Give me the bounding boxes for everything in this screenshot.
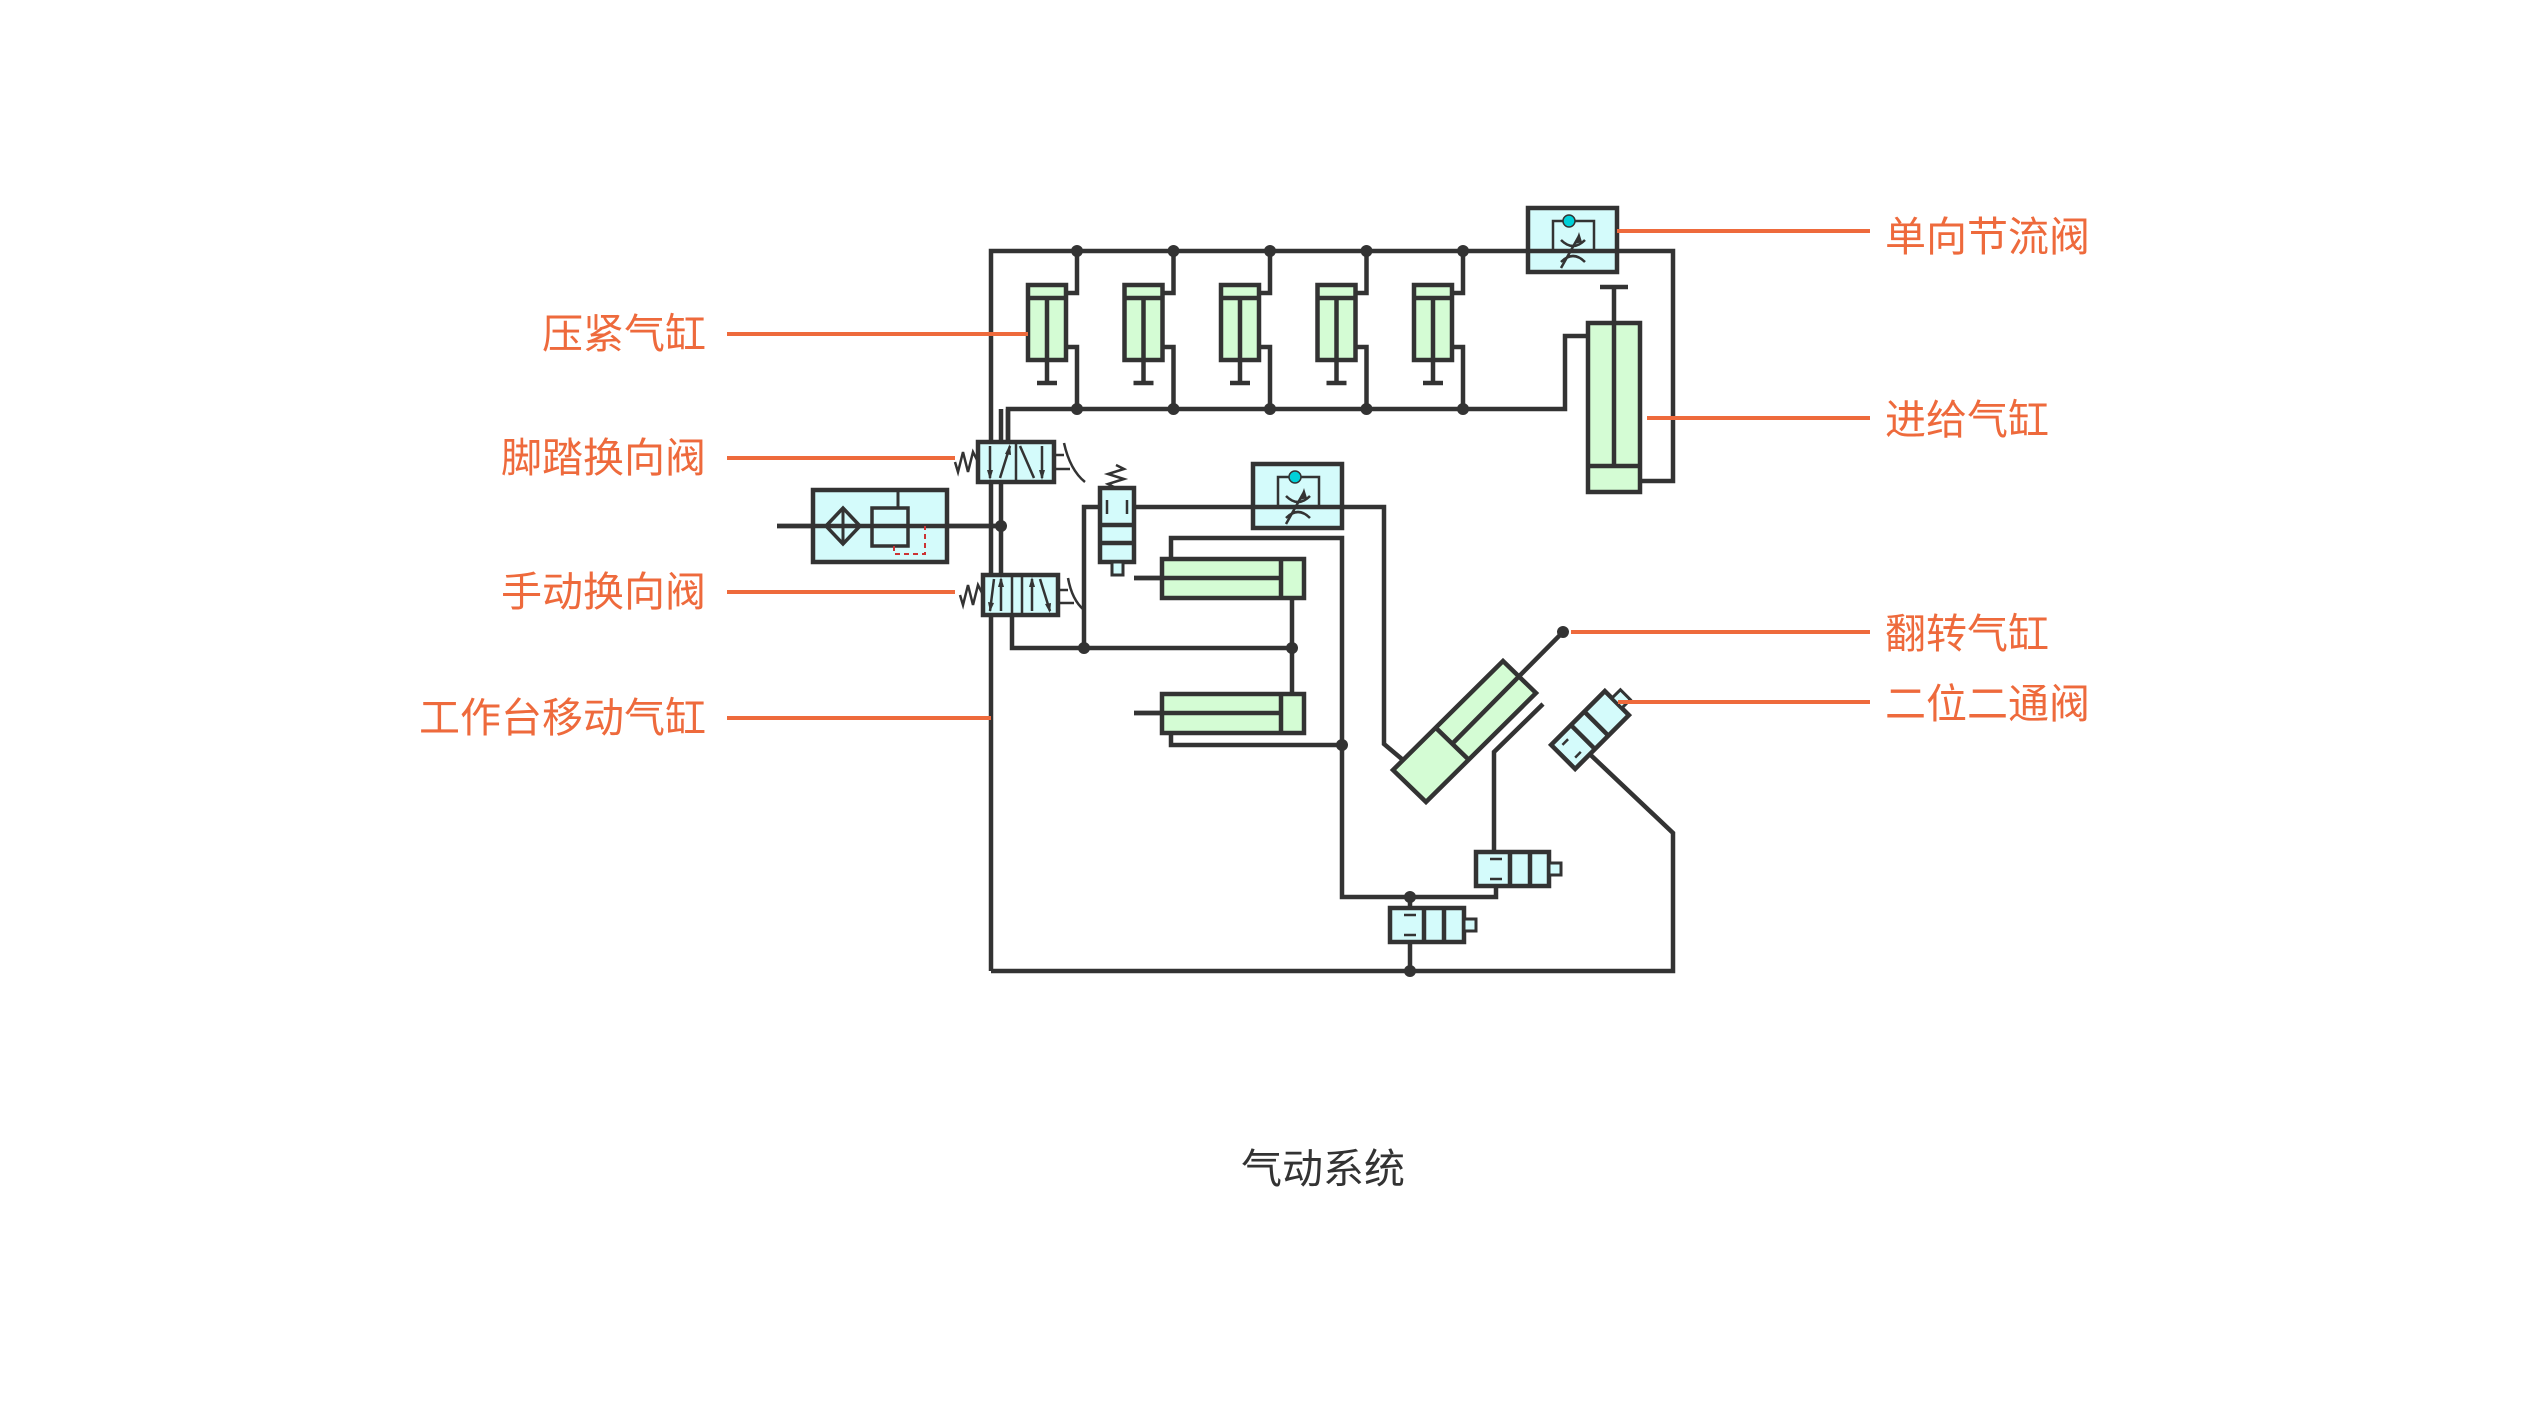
check-ball-icon	[1288, 470, 1302, 484]
two-way-valve	[1547, 687, 1633, 773]
clamp-cylinder	[1218, 245, 1276, 415]
pipe-table-loop	[1168, 535, 1499, 900]
table-cylinder-1	[1134, 556, 1307, 601]
label-table-cylinder: 工作台移动气缸	[419, 694, 706, 742]
junction-dots	[995, 520, 1416, 977]
feed-cylinder	[1585, 284, 1643, 495]
manual-valve	[958, 572, 1085, 618]
label-two-way-valve: 二位二通阀	[1885, 680, 2090, 728]
table-cylinder-2	[1134, 691, 1307, 736]
junction-dot	[1167, 245, 1180, 257]
spring-icon	[958, 581, 985, 610]
lever-icon	[1058, 577, 1085, 611]
junction-dot	[1360, 403, 1373, 415]
junction-dot	[1167, 403, 1180, 415]
clamp-cylinder	[1315, 245, 1373, 415]
pipe-manual-to-pilot	[1081, 504, 1100, 575]
spring-icon	[1103, 463, 1129, 490]
junction-dot	[1457, 403, 1469, 415]
clamp-cylinder	[1025, 245, 1083, 415]
small-valve-lower	[1387, 905, 1478, 945]
label-feed-cylinder: 进给气缸	[1885, 396, 2049, 444]
flip-cylinder	[1389, 626, 1569, 806]
clamp-cylinder	[1122, 245, 1180, 415]
pedal-icon	[1054, 442, 1086, 483]
label-manual-valve: 手动换向阀	[501, 568, 706, 616]
drain-line	[893, 526, 926, 555]
leader-lines	[727, 229, 1870, 720]
regulator-icon	[870, 506, 910, 548]
junction-dot	[1360, 245, 1373, 257]
label-flip-cylinder: 翻转气缸	[1885, 610, 2049, 658]
pipe-manual-out-a	[1009, 615, 1292, 651]
pipe-bottom-return	[991, 741, 1676, 974]
label-foot-valve: 脚踏换向阀	[501, 434, 706, 482]
pipe-clamp-bus	[1005, 333, 1590, 442]
clamp-cylinders	[1025, 245, 1469, 415]
label-clamp-cylinder: 压紧气缸	[542, 310, 706, 358]
pilot-valve	[1097, 463, 1137, 577]
junction-dot	[1264, 403, 1276, 415]
pipe-feed-return	[1617, 248, 1676, 484]
check-throttle-valve-mid	[1250, 461, 1345, 531]
junction-dot	[1264, 245, 1276, 257]
small-valve-upper	[1473, 849, 1563, 889]
junction-dot	[1457, 245, 1469, 257]
check-ball-icon	[1562, 214, 1576, 228]
diagram-title: 气动系统	[1241, 1145, 1405, 1193]
clamp-cylinder	[1411, 245, 1469, 415]
check-throttle-valve-top	[1525, 205, 1620, 275]
frl-unit	[777, 487, 1001, 565]
spring-icon	[953, 448, 980, 477]
pipe-to-flip	[1342, 504, 1405, 762]
junction-dot	[1071, 403, 1083, 415]
pipe-top-bus	[988, 248, 1528, 971]
foot-valve	[953, 409, 1086, 485]
label-check-throttle-valve: 单向节流阀	[1885, 213, 2090, 261]
filter-icon	[823, 505, 863, 547]
junction-dot	[1071, 245, 1083, 257]
